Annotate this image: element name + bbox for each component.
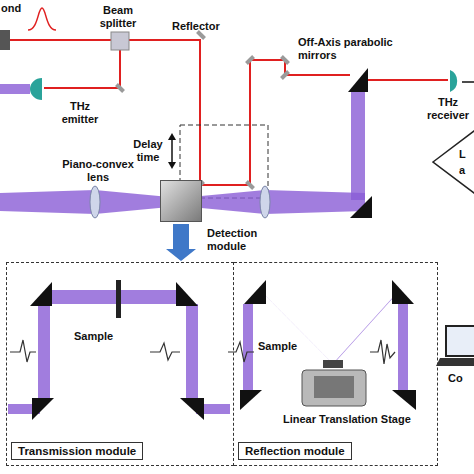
delay-arrowhead [168, 133, 176, 140]
laser-beam [44, 48, 120, 88]
mirror [115, 83, 125, 93]
waveform [150, 343, 180, 360]
laptop-base [436, 358, 474, 366]
thz-beam [38, 304, 50, 398]
sample-piece [323, 360, 343, 368]
decision-diamond: L a [432, 130, 474, 194]
part-name: Off-Axis parabolic mirrors [298, 36, 423, 62]
sample-plate [116, 280, 121, 318]
delay-arrow [171, 136, 173, 166]
thz-beam [258, 288, 337, 368]
part-name: Delay time [128, 138, 168, 164]
waveform [10, 340, 36, 362]
translation-stage [314, 376, 354, 398]
node-text: L a [459, 146, 471, 178]
computer-label: Co [448, 372, 463, 385]
plano-convex-lens [90, 186, 100, 218]
part-name: THz emitter [54, 100, 106, 126]
block-arrow [166, 224, 196, 261]
mirror [280, 70, 290, 80]
module-region: Reflection module [234, 262, 438, 466]
delay-arrowhead [168, 162, 176, 169]
parabolic-mirror [348, 68, 368, 92]
parabolic-mirror [180, 398, 204, 420]
transmission-illustration [8, 280, 230, 420]
part-name: Piano-convex lens [58, 158, 138, 184]
node-heading: Detection module [207, 227, 273, 253]
parabolic-mirror [30, 282, 52, 306]
parabolic-mirror [392, 390, 416, 410]
parabolic-mirror [392, 280, 414, 304]
laser-label: ond [1, 2, 21, 15]
parabolic-mirror [176, 282, 198, 306]
diamond-shape [433, 131, 474, 193]
sample-label: Sample [258, 340, 297, 353]
mirror [245, 55, 255, 65]
diamond-outline [432, 130, 474, 194]
pulse-shape [28, 8, 56, 30]
parabolic-mirror [244, 280, 266, 304]
module-label: Reflection module [238, 442, 352, 460]
parabolic-mirror [350, 196, 372, 218]
parabolic-mirror [32, 398, 54, 420]
thz-beam [398, 304, 408, 392]
thz-beam [329, 288, 402, 368]
waveform [228, 342, 254, 362]
sample-label: Sample [74, 330, 113, 343]
thz-receiver [450, 70, 457, 92]
parabolic-mirror [240, 390, 262, 410]
mirror-group [115, 30, 290, 190]
reflection-illustration [228, 280, 416, 410]
thz-emitter [30, 78, 42, 100]
laser-source [0, 30, 10, 50]
module-region: Transmission module [6, 262, 234, 466]
part-name: Linear Translation Stage [283, 413, 411, 426]
mirror [245, 180, 255, 190]
signal-line [462, 81, 474, 83]
module-label: Transmission module [11, 442, 143, 460]
plano-convex-lens [260, 186, 270, 218]
thz-beam [48, 290, 178, 304]
part-name: Reflector [172, 20, 220, 33]
thz-beam [243, 304, 253, 392]
detection-cube: Detection module [160, 180, 202, 222]
laptop-screen [446, 326, 474, 356]
thz-beam [351, 92, 365, 200]
laser-beam [366, 79, 448, 81]
part-name: THz receiver [424, 96, 472, 122]
thz-beam [0, 84, 30, 94]
part-name: Beam splitter [92, 4, 144, 30]
thz-beam [186, 304, 198, 398]
mirror [280, 55, 290, 65]
beam-splitter [111, 32, 129, 50]
waveform [370, 340, 395, 364]
translation-stage [302, 370, 366, 406]
